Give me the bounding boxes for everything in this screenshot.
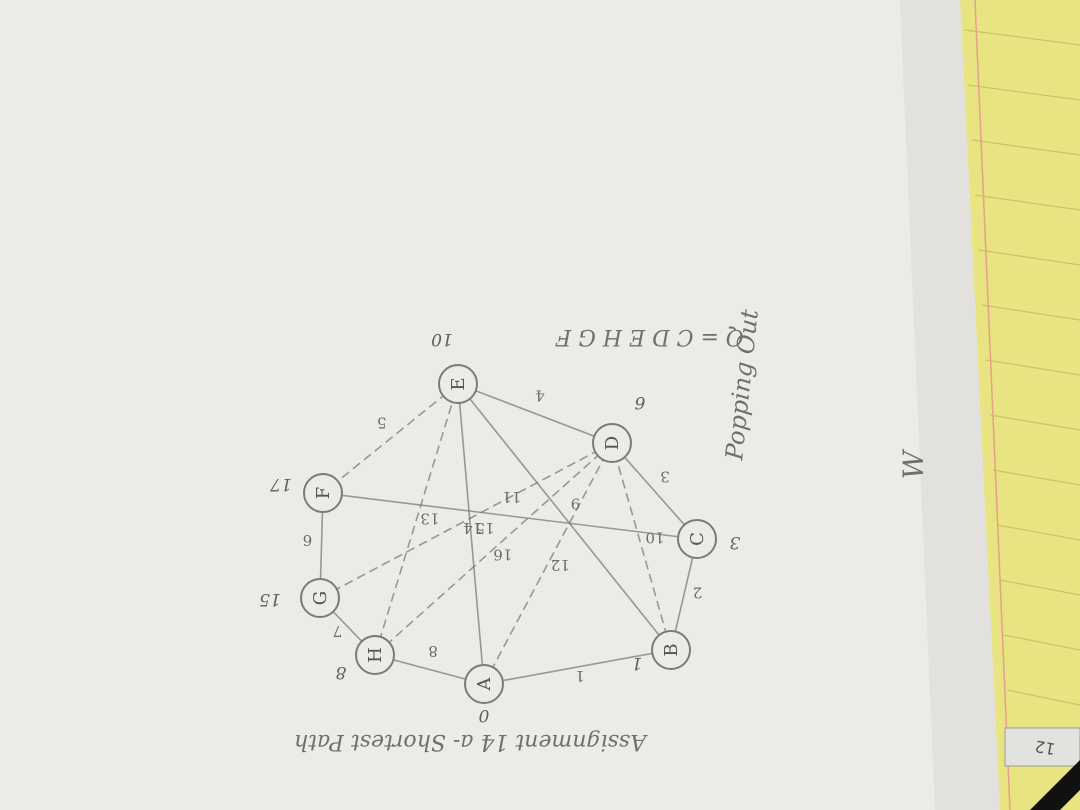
edge-b-d (611, 442, 672, 651)
edge-weight-c-f: 11 (502, 488, 521, 506)
node-b (651, 630, 691, 670)
node-distance-g: 15 (259, 589, 281, 609)
node-label-b: B (661, 643, 682, 656)
paper-sheet-edge-shadow (900, 0, 1000, 810)
node-distance-a: 0 (478, 705, 489, 725)
node-label-f: F (313, 487, 334, 500)
edge-h-d (374, 442, 613, 656)
node-distance-h: 8 (335, 662, 346, 682)
legal-pad-margin-line (974, 0, 1011, 810)
node-label-e: E (448, 377, 469, 390)
node-g (300, 578, 340, 618)
edge-weight-f-g: 6 (303, 531, 313, 549)
edge-weight-a-b: 1 (575, 667, 585, 685)
page-tab (1004, 727, 1080, 767)
edge-weight-b-e: 9 (571, 494, 581, 512)
edge-weight-h-e: 13 (420, 510, 439, 528)
assignment-title: Assignment 14 a- Shortest Path (294, 729, 648, 754)
node-distance-d: 6 (634, 392, 645, 412)
edge-a-e (457, 383, 485, 685)
edge-h-e (374, 383, 459, 656)
edge-weight-h-d: 16 (493, 545, 512, 563)
node-e (438, 364, 478, 404)
edge-c-d (611, 442, 698, 540)
node-distance-c: 3 (730, 532, 741, 552)
edge-weight-g-d: 14 (463, 519, 482, 537)
queue-line: Q = C D E H G F (555, 324, 744, 349)
node-h (355, 635, 395, 675)
paper-sheet (0, 0, 1000, 810)
node-d (592, 423, 632, 463)
node-distance-f: 17 (270, 474, 292, 494)
node-a (464, 664, 504, 704)
edge-weight-a-e: 15 (475, 519, 494, 537)
edge-weight-b-c: 2 (693, 584, 703, 602)
edge-a-b (483, 649, 672, 685)
edge-weight-d-e: 4 (535, 386, 545, 404)
edge-weight-c-d: 3 (660, 468, 670, 486)
edge-b-e (457, 383, 672, 651)
node-distance-b: 1 (632, 653, 643, 673)
node-label-a: A (474, 677, 495, 692)
edge-weight-e-f: 5 (377, 414, 387, 432)
edge-weight-g-h: 7 (333, 622, 343, 640)
edge-a-d (483, 442, 613, 685)
node-label-h: H (365, 647, 386, 663)
node-label-g: G (310, 591, 331, 605)
edge-c-f (322, 492, 698, 540)
node-label-d: D (602, 436, 623, 450)
node-f (303, 473, 343, 513)
edge-weight-a-h: 8 (428, 642, 438, 660)
node-c (677, 519, 717, 559)
pen (1030, 760, 1080, 810)
margin-mark: W (897, 448, 930, 479)
edge-weight-b-d: 10 (645, 529, 664, 547)
node-distance-e: 10 (431, 329, 453, 349)
edge-weight-a-d: 12 (551, 556, 570, 574)
legal-pad-lines (964, 29, 1080, 706)
node-label-c: C (687, 532, 708, 546)
edge-d-e (457, 383, 613, 444)
page-tab-number: 12 (1033, 736, 1056, 758)
edge-e-f (322, 383, 459, 494)
